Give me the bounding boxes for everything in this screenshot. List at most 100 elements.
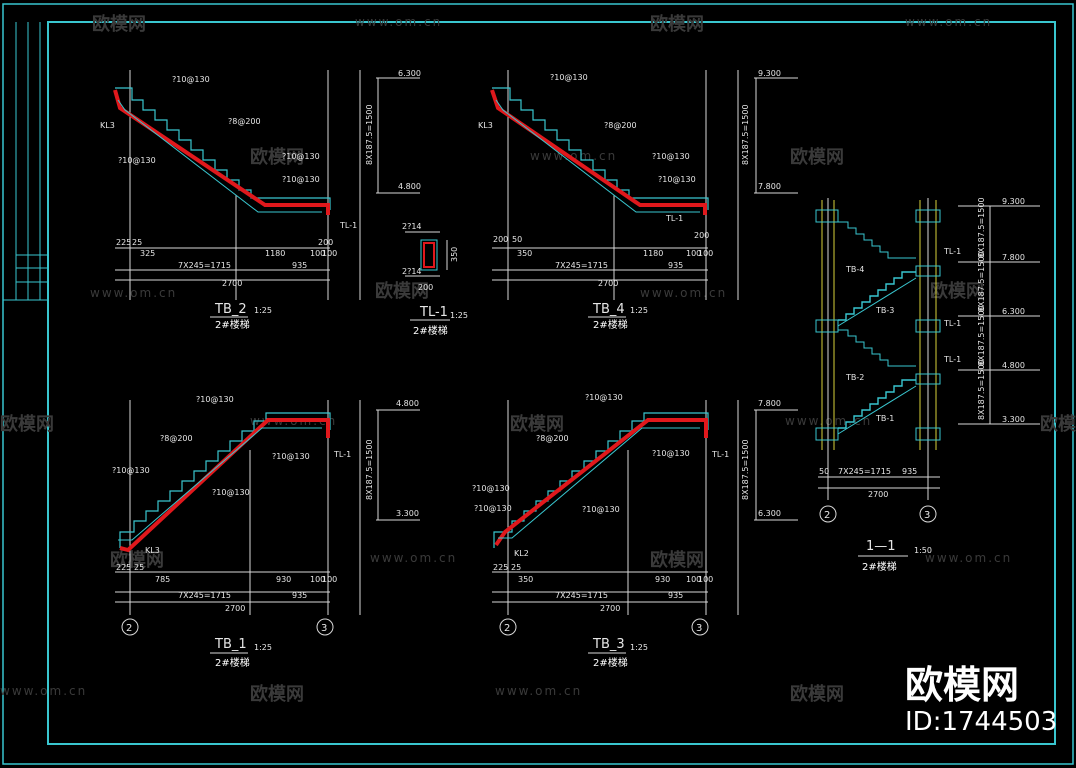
watermark-url: www.om.cn	[370, 551, 457, 565]
axis-tb1-3: 3	[321, 623, 327, 634]
dim-tb3: 100	[698, 575, 713, 584]
tag-tb4: KL3	[478, 121, 493, 130]
watermark-brand: 欧模网	[250, 683, 304, 705]
height-dim-sec-4: 8X187.5=1500	[977, 359, 986, 420]
tag-tb2: KL3	[100, 121, 115, 130]
dim-tb3: 350	[518, 575, 533, 584]
title-tl1: TL-1	[419, 305, 448, 320]
tag-tb1: KL3	[145, 546, 160, 555]
scale-tl1: 1:25	[450, 311, 468, 320]
dim-tb3: 7X245=1715	[555, 591, 608, 600]
axis-sec-2: 2	[824, 510, 830, 521]
beam-tb3: TL-1	[711, 450, 729, 459]
tl1-width: 200	[418, 283, 433, 292]
dim-tb1: 25	[134, 563, 144, 572]
rebar-tb2-5: ?10@130	[282, 175, 320, 184]
rebar-tb4-4: ?10@130	[658, 175, 696, 184]
section-1-1: 9.300 7.800 6.300 4.800 3.300 8X187.5=15…	[815, 197, 1040, 573]
dim-tb2: 1180	[265, 249, 285, 258]
watermark-brand: 欧模网	[375, 280, 429, 302]
title-tb4: TB_4	[592, 302, 625, 317]
rebar-tb2-4: ?10@130	[282, 152, 320, 161]
rebar-tb3-5: ?10@130	[582, 505, 620, 514]
watermark-url: www.om.cn	[925, 551, 1012, 565]
axis-tb1-2: 2	[126, 623, 132, 634]
stair-section-tb2: 6.300 4.800 8X187.5=1500 ?10@130 ?8@200 …	[100, 69, 421, 331]
dim-tb3: 100	[686, 575, 701, 584]
dim-tb4: 1180	[643, 249, 663, 258]
dim-tb4: 50	[512, 235, 522, 244]
level-tb4-top: 9.300	[758, 69, 781, 78]
dim-tb1-total: 2700	[225, 604, 245, 613]
level-tb1-bottom: 3.300	[396, 509, 419, 518]
scale-tb2: 1:25	[254, 306, 272, 315]
watermark-url: www.om.cn	[495, 684, 582, 698]
rebar-tb3-1: ?10@130	[585, 393, 623, 402]
beam-sec: TL-1	[943, 355, 961, 364]
subtitle-tb2: 2#楼梯	[215, 318, 250, 331]
dim-tb4-total: 2700	[598, 279, 618, 288]
rebar-tb4-3: ?10@130	[652, 152, 690, 161]
height-dim-tb1: 8X187.5=1500	[365, 439, 374, 500]
beam-tb4: TL-1	[665, 214, 683, 223]
flight-label: TB-4	[845, 265, 864, 274]
watermark-url: www.om.cn	[905, 15, 992, 29]
rebar-tb3-4: ?10@130	[474, 504, 512, 513]
subtitle-tl1: 2#楼梯	[413, 324, 448, 337]
watermark-brand: 欧模网	[110, 549, 164, 571]
dim-tb1: 100	[310, 575, 325, 584]
dim-tb3: 930	[655, 575, 670, 584]
subtitle-tb4: 2#楼梯	[593, 318, 628, 331]
dim-tb2: 100	[310, 249, 325, 258]
dim-tb1: 785	[155, 575, 170, 584]
dim-tb4: 7X245=1715	[555, 261, 608, 270]
watermark-brand: 欧模网	[650, 549, 704, 571]
height-dim-tb4: 8X187.5=1500	[741, 104, 750, 165]
dim-sec: 935	[902, 467, 917, 476]
rebar-tb3-2: ?8@200	[536, 434, 569, 443]
subtitle-sec11: 2#楼梯	[862, 560, 897, 573]
watermark-url: www.om.cn	[355, 15, 442, 29]
watermark-brand: 欧模网	[1040, 413, 1076, 435]
axis-sec-3: 3	[924, 510, 930, 521]
dim-tb1: 225	[116, 563, 131, 572]
level-tb3-bottom: 6.300	[758, 509, 781, 518]
watermark-brand: 欧模网	[790, 146, 844, 168]
dim-tb2: 25	[132, 238, 142, 247]
watermark-brand: 欧模网	[650, 13, 704, 35]
level-tb4-bottom: 7.800	[758, 182, 781, 191]
subtitle-tb3: 2#楼梯	[593, 656, 628, 669]
level-sec-1: 9.300	[1002, 197, 1025, 206]
dim-tb2: 200	[318, 238, 333, 247]
title-tb2: TB_2	[214, 302, 247, 317]
dim-tb2: 935	[292, 261, 307, 270]
height-dim-sec-1: 8X187.5=1500	[977, 197, 986, 258]
dim-tb2-total: 2700	[222, 279, 242, 288]
rebar-tb2-2: ?8@200	[228, 117, 261, 126]
watermark-brand: 欧模网	[0, 413, 54, 435]
scale-tb1: 1:25	[254, 643, 272, 652]
height-dim-sec-2: 8X187.5=1500	[977, 251, 986, 312]
title-tb3: TB_3	[592, 637, 625, 652]
level-sec-4: 4.800	[1002, 361, 1025, 370]
brand-badge: 欧模网 ID:1744503	[905, 663, 1057, 737]
dim-tb1: 7X245=1715	[178, 591, 231, 600]
drawing-frame	[2, 3, 1074, 765]
rebar-tb3-6: ?10@130	[652, 449, 690, 458]
height-dim-tb3: 8X187.5=1500	[741, 439, 750, 500]
title-tb1: TB_1	[214, 637, 247, 652]
stair-section-tb4: 9.300 7.800 8X187.5=1500 ?10@130 ?8@200 …	[478, 69, 798, 331]
watermark-brand: 欧模网	[790, 683, 844, 705]
dim-tb4: 100	[698, 249, 713, 258]
dim-sec: 7X245=1715	[838, 467, 891, 476]
dim-tb3: 25	[511, 563, 521, 572]
watermark-brand: 欧模网	[92, 13, 146, 35]
brand-logo-text: 欧模网	[905, 663, 1019, 707]
dim-tb4: 200	[694, 231, 709, 240]
level-tb2-top: 6.300	[398, 69, 421, 78]
title-sec11: 1—1	[866, 539, 896, 554]
dim-tb2: 325	[140, 249, 155, 258]
watermark-url: www.om.cn	[640, 286, 727, 300]
watermark-url: www.om.cn	[90, 286, 177, 300]
